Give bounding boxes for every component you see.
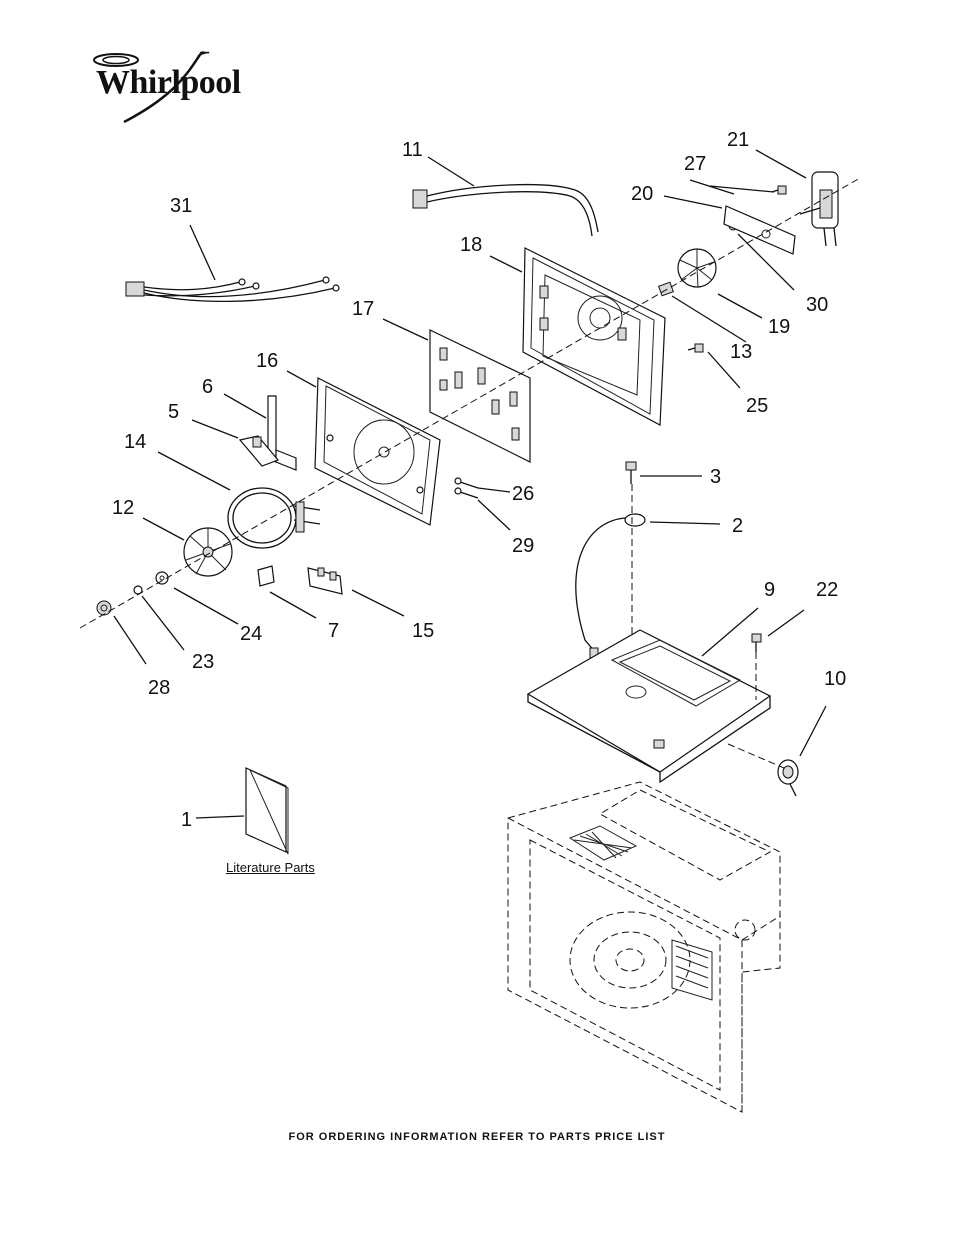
part-10-thermostat: [777, 759, 799, 797]
callout-29: 29: [512, 535, 534, 557]
callout-18: 18: [460, 234, 482, 256]
callout-7: 7: [328, 620, 339, 642]
ordering-footer: FOR ORDERING INFORMATION REFER TO PARTS …: [288, 1131, 666, 1143]
callout-13: 13: [730, 341, 752, 363]
callout-1: 1: [181, 809, 192, 831]
callout-19: 19: [768, 316, 790, 338]
callout-11: 11: [402, 139, 423, 161]
part-15-terminal-block: [307, 567, 343, 595]
callout-15: 15: [412, 620, 434, 642]
literature-parts-label: Literature Parts: [226, 860, 315, 875]
callout-9: 9: [764, 579, 775, 601]
part-31-wire-harness: [125, 276, 340, 303]
part-5-bracket: [238, 435, 280, 467]
part-24-washer: [155, 571, 169, 585]
callout-23: 23: [192, 651, 214, 673]
callout-21: 21: [727, 129, 749, 151]
part-25-screw: [687, 343, 704, 353]
callout-26: 26: [512, 483, 534, 505]
leader-lines: [113, 149, 827, 819]
part-26-screw: [454, 477, 479, 489]
part-13-spacer: [658, 281, 674, 297]
callout-3: 3: [710, 466, 721, 488]
whirlpool-swirl-icon: [93, 51, 210, 124]
part-11-wire: [412, 183, 599, 237]
part-1-literature: [245, 767, 289, 855]
part-29-screw: [454, 487, 479, 499]
part-22-screw: [751, 633, 762, 652]
part-21-motor: [799, 171, 839, 247]
part-14-heating-element: [227, 487, 321, 549]
part-6-bracket: [267, 395, 297, 471]
part-3-screw: [625, 461, 637, 484]
callout-10: 10: [824, 668, 846, 690]
callout-30: 30: [806, 294, 828, 316]
callout-24: 24: [240, 623, 262, 645]
part-18-fan-duct: [522, 247, 666, 426]
callout-17: 17: [352, 298, 374, 320]
part-16-fan-shroud: [314, 377, 441, 526]
part-27-screw: [771, 185, 787, 195]
part-12-fan-blade: [183, 527, 233, 577]
brand-wordmark: Whirlpool: [96, 64, 241, 101]
callout-22: 22: [816, 579, 838, 601]
callout-numbers: 1 2 3 5 6 7 9 10 11 12 13 14 15 16 17 18…: [112, 129, 846, 831]
callout-5: 5: [168, 401, 179, 423]
callout-27: 27: [684, 153, 706, 175]
callout-25: 25: [746, 395, 768, 417]
part-9-mounting-tray: [526, 629, 772, 784]
brand-logo: [80, 48, 240, 124]
callout-12: 12: [112, 497, 134, 519]
callout-16: 16: [256, 350, 278, 372]
callout-20: 20: [631, 183, 653, 205]
callout-28: 28: [148, 677, 170, 699]
callout-14: 14: [124, 431, 146, 453]
callout-31: 31: [170, 195, 192, 217]
part-19-cooling-fan: [677, 248, 717, 288]
part-7-clip: [257, 565, 275, 587]
part-2-sensor: [575, 513, 646, 659]
oven-cavity-housing: [507, 781, 781, 1113]
part-28-nut: [96, 600, 112, 616]
callout-2: 2: [732, 515, 743, 537]
part-17-insulation: [429, 329, 531, 463]
callout-6: 6: [202, 376, 213, 398]
